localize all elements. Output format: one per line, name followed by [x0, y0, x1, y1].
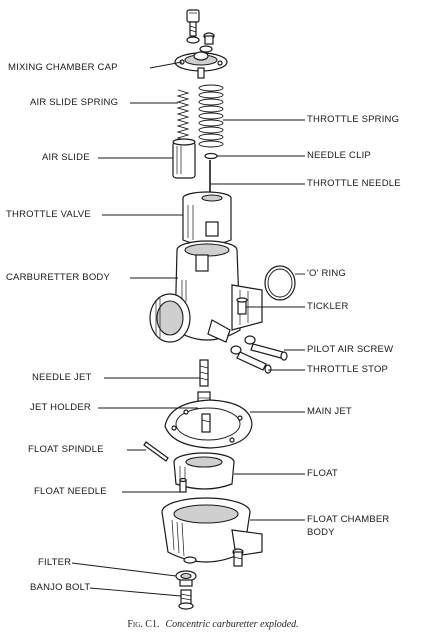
label-pilot-air-screw: PILOT AIR SCREW	[307, 344, 394, 355]
figure-caption: Fig. C1. Concentric carburetter exploded.	[0, 619, 426, 630]
figure-caption-text: Concentric carburetter exploded.	[165, 619, 299, 630]
leader-lines-left	[71, 61, 200, 597]
label-needle-jet: NEEDLE JET	[32, 372, 92, 383]
label-air-slide: AIR SLIDE	[42, 152, 90, 163]
label-jet-holder: JET HOLDER	[30, 402, 91, 413]
figure-number: Fig. C1.	[127, 619, 160, 630]
label-float-needle: FLOAT NEEDLE	[34, 486, 107, 497]
label-throttle-stop: THROTTLE STOP	[307, 364, 389, 375]
label-tickler: TICKLER	[307, 301, 349, 312]
air-slide-part	[172, 138, 196, 179]
carburetter-body-part	[149, 240, 263, 343]
needle-clip-part	[204, 152, 218, 160]
o-ring-part	[264, 265, 296, 301]
label-main-jet: MAIN JET	[307, 406, 352, 417]
label-banjo-bolt: BANJO BOLT	[30, 582, 91, 593]
label-float-spindle: FLOAT SPINDLE	[28, 444, 104, 455]
label-carburetter-body: CARBURETTER BODY	[6, 272, 111, 283]
label-air-slide-spring: AIR SLIDE SPRING	[30, 97, 119, 108]
throttle-spring-part	[198, 84, 224, 148]
tickler-part	[236, 297, 248, 315]
label-throttle-valve: THROTTLE VALVE	[6, 209, 91, 220]
float-chamber-body-part	[161, 497, 263, 564]
label-float: FLOAT	[307, 468, 338, 479]
label-filter: FILTER	[38, 557, 72, 568]
cap-screw-top	[186, 9, 200, 44]
needle-jet-part	[199, 359, 209, 387]
label-needle-clip: NEEDLE CLIP	[307, 150, 371, 161]
cap-screw-right	[199, 32, 215, 53]
label-throttle-needle: THROTTLE NEEDLE	[307, 178, 401, 189]
air-slide-spring-part	[176, 89, 190, 148]
label-throttle-spring: THROTTLE SPRING	[307, 114, 400, 125]
label-o-ring: 'O' RING	[307, 268, 347, 279]
banjo-bolt-part	[178, 589, 194, 610]
float-chamber-screw-part	[232, 548, 244, 567]
mixing-chamber-cap-part	[174, 51, 228, 79]
float-needle-part	[179, 477, 187, 493]
main-jet-part	[201, 413, 211, 433]
leader-lines-right	[210, 119, 305, 521]
pilot-air-screw-part	[244, 335, 288, 361]
throttle-stop-part	[230, 345, 272, 374]
throttle-valve-part	[182, 191, 232, 246]
float-spindle-part	[143, 441, 169, 462]
filter-part	[175, 570, 197, 587]
float-part	[173, 452, 235, 490]
label-float-chamber-body-line1: FLOAT CHAMBER	[307, 514, 390, 525]
label-mixing-chamber-cap: MIXING CHAMBER CAP	[8, 62, 118, 73]
label-float-chamber-body-line2: BODY	[307, 527, 335, 538]
